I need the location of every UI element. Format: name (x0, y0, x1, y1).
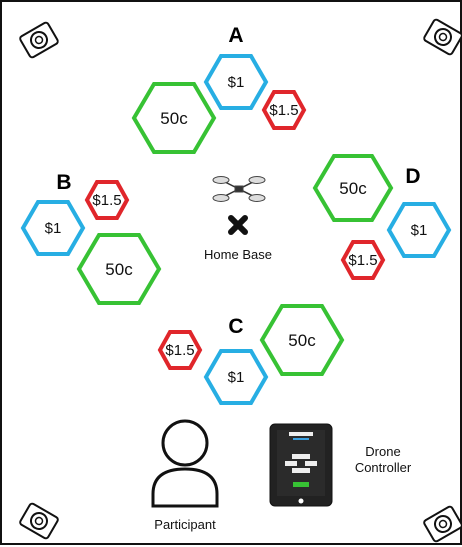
camera-icon (19, 502, 59, 540)
zone-c-50c-hex (259, 304, 345, 376)
zone-d-50c-hex (312, 154, 394, 222)
zone-c-50c-label: 50c (288, 331, 316, 350)
tablet-icon (269, 423, 333, 507)
zone-b-150-hex (84, 180, 130, 220)
home-base-label: Home Base (204, 247, 272, 262)
zone-c-1-dollar-hex (203, 349, 269, 405)
zone-d-150-hex (340, 240, 386, 280)
controller-label-line2: Controller (355, 460, 412, 475)
participant-label: Participant (154, 517, 216, 532)
zone-d-150-label: $1.5 (348, 252, 377, 269)
camera-icon (423, 18, 462, 56)
controller-label-line1: Drone (365, 444, 400, 459)
zone-a-label: A (228, 24, 243, 47)
zone-b-1-dollar-hex (20, 200, 86, 256)
zone-a-150-label: $1.5 (269, 102, 298, 119)
camera-icon (19, 21, 59, 59)
zone-a-1-dollar-label: $1 (228, 74, 245, 91)
zone-b-50c-label: 50c (105, 260, 133, 279)
zone-d-1-dollar-hex (386, 202, 452, 258)
zone-a-50c-hex (131, 82, 217, 154)
x-mark-icon (228, 215, 248, 235)
drone-icon (212, 176, 266, 202)
zone-a-150-hex (261, 90, 307, 130)
zone-d-label: D (405, 165, 420, 188)
zone-d-50c-label: 50c (339, 179, 367, 198)
zone-c-150-label: $1.5 (165, 342, 194, 359)
zone-b-50c-hex (76, 233, 162, 305)
zone-b-150-label: $1.5 (92, 192, 121, 209)
zone-a-1-dollar-hex (203, 54, 269, 110)
zone-c-label: C (228, 315, 243, 338)
zone-b-label: B (56, 171, 71, 194)
camera-icon (423, 505, 462, 543)
zone-a-50c-label: 50c (160, 109, 188, 128)
zone-c-150-hex (157, 330, 203, 370)
zone-c-1-dollar-label: $1 (228, 369, 245, 386)
zone-d-1-dollar-label: $1 (411, 222, 428, 239)
zone-b-1-dollar-label: $1 (45, 220, 62, 237)
person-icon (151, 419, 219, 508)
